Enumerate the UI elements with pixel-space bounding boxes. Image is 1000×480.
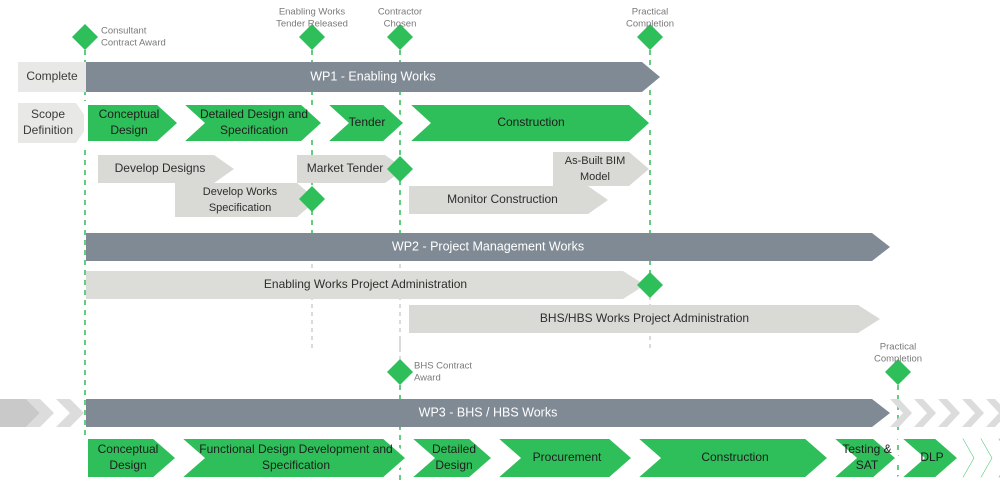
stage-conceptual-design-bottom-label-line1: Conceptual bbox=[98, 442, 159, 456]
lane-label-scope-definition-text-line2: Definition bbox=[23, 123, 73, 137]
contractor-chosen-label-line1: Contractor bbox=[378, 7, 422, 18]
practical-completion-bottom-label-line1: Practical bbox=[880, 342, 916, 353]
stage-detailed-design-shape[interactable] bbox=[402, 435, 498, 480]
decor-chevrons-wp3-right-4 bbox=[986, 399, 1000, 427]
activity-develop-designs-label: Develop Designs bbox=[115, 161, 206, 175]
admin-enabling-works-project-administration-shape[interactable] bbox=[86, 271, 645, 299]
lane-label-complete-text: Complete bbox=[26, 69, 78, 83]
stage-procurement-label: Procurement bbox=[533, 450, 602, 464]
decor-chevrons-wp3-right-0 bbox=[890, 399, 912, 427]
enabling-works-admin-milestone-diamond bbox=[637, 272, 663, 298]
admin-enabling-works-project-administration-label: Enabling Works Project Administration bbox=[264, 277, 467, 291]
stage-functional-design-development-and-specification-label-line2: Specification bbox=[262, 458, 330, 472]
wp2-project-management-works-label: WP2 - Project Management Works bbox=[392, 239, 584, 253]
stage-conceptual-design-bottom-label-line2: Design bbox=[109, 458, 146, 472]
wp1-enabling-works-bar bbox=[86, 62, 660, 92]
activity-monitor-construction-label: Monitor Construction bbox=[447, 192, 558, 206]
stage-dlp-shape[interactable] bbox=[892, 435, 964, 480]
consultant-contract-award-label-line1: Consultant bbox=[101, 26, 147, 37]
practical-completion-top-label-line1: Practical bbox=[632, 7, 668, 18]
activity-develop-works-specification-label-line2: Specification bbox=[209, 202, 271, 214]
wp3-bhs-hbs-works-label: WP3 - BHS / HBS Works bbox=[419, 405, 558, 419]
stage-conceptual-design-bottom-shape[interactable] bbox=[84, 435, 182, 480]
stage-procurement-shape[interactable] bbox=[488, 435, 638, 480]
stage-construction-top-shape[interactable] bbox=[400, 101, 655, 145]
stage-testing-and-sat-shape[interactable] bbox=[824, 435, 902, 480]
consultant-contract-award-diamond bbox=[72, 24, 98, 50]
wp2-project-management-works-bar bbox=[86, 233, 890, 261]
stage-detailed-design-and-specification-shape[interactable] bbox=[174, 101, 327, 145]
decor-chevrons-wp3-left-0 bbox=[0, 399, 40, 427]
stage-construction-bottom-shape[interactable] bbox=[628, 435, 834, 480]
bhs-contract-award-label-line2: Award bbox=[414, 373, 441, 384]
activity-develop-designs-shape[interactable] bbox=[98, 155, 234, 183]
contractor-chosen-diamond bbox=[387, 24, 413, 50]
stage-conceptual-design-top-shape[interactable] bbox=[84, 101, 183, 145]
activity-market-tender-shape[interactable] bbox=[297, 155, 405, 183]
decor-chevrons-wp3-right-1 bbox=[914, 399, 936, 427]
stage-dlp-label: DLP bbox=[920, 450, 943, 464]
develop-works-spec-milestone-diamond bbox=[299, 186, 325, 212]
market-tender-milestone-diamond bbox=[387, 156, 413, 182]
stage-functional-design-development-and-specification-label-line1: Functional Design Development and bbox=[199, 442, 392, 456]
bhs-contract-award-diamond bbox=[387, 359, 413, 385]
bhs-contract-award-label-line1: BHS Contract bbox=[414, 361, 472, 372]
activity-as-built-bim-model-shape[interactable] bbox=[553, 152, 649, 186]
lane-label-scope-definition-text-line1: Scope bbox=[31, 107, 65, 121]
stage-conceptual-design-top-label-line2: Design bbox=[110, 123, 147, 137]
decor-chevrons-bhs-right-1 bbox=[975, 435, 996, 480]
stage-construction-top-label: Construction bbox=[497, 115, 564, 129]
stage-detailed-design-and-specification-label-line1: Detailed Design and bbox=[200, 107, 308, 121]
activity-market-tender-label: Market Tender bbox=[307, 161, 383, 175]
activity-develop-works-specification-label-line1: Develop Works bbox=[203, 186, 278, 198]
decor-chevrons-wp3-right-3 bbox=[962, 399, 984, 427]
activity-monitor-construction-shape[interactable] bbox=[409, 186, 608, 214]
activity-as-built-bim-model-label-line1: As-Built BIM bbox=[565, 155, 626, 167]
stage-detailed-design-label-line1: Detailed bbox=[432, 442, 476, 456]
decor-chevrons-wp3-left-1 bbox=[26, 399, 54, 427]
admin-bhs-hbs-works-project-administration-label: BHS/HBS Works Project Administration bbox=[540, 311, 749, 325]
practical-completion-bottom-diamond bbox=[885, 359, 911, 385]
practical-completion-top-label-line2: Completion bbox=[626, 19, 674, 30]
practical-completion-bottom-label-line2: Completion bbox=[874, 354, 922, 365]
contractor-chosen-label-line2: Chosen bbox=[384, 19, 417, 30]
enabling-works-tender-released-label-line2: Tender Released bbox=[276, 19, 348, 30]
decor-chevrons-wp3-left-2 bbox=[56, 399, 84, 427]
stage-detailed-design-label-line2: Design bbox=[435, 458, 472, 472]
enabling-works-tender-released-label-line1: Enabling Works bbox=[279, 7, 346, 18]
decor-chevrons-wp3-right-2 bbox=[938, 399, 960, 427]
stage-tender-label: Tender bbox=[349, 115, 386, 129]
practical-completion-top-diamond bbox=[637, 24, 663, 50]
wp1-enabling-works-label: WP1 - Enabling Works bbox=[310, 69, 436, 83]
enabling-works-tender-released-diamond bbox=[299, 24, 325, 50]
lane-label-scope-definition-bg bbox=[18, 103, 90, 143]
stage-testing-and-sat-label-line1: Testing & bbox=[842, 442, 891, 456]
stage-construction-bottom-label: Construction bbox=[701, 450, 768, 464]
decor-chevrons-bhs-right-0 bbox=[957, 435, 978, 480]
wp3-bhs-hbs-works-bar bbox=[86, 399, 890, 427]
decor-chevrons-bhs-right-2 bbox=[993, 435, 1000, 480]
lane-label-complete-bg bbox=[18, 62, 86, 92]
stage-conceptual-design-top-label-line1: Conceptual bbox=[99, 107, 160, 121]
consultant-contract-award-label-line2: Contract Award bbox=[101, 38, 166, 49]
activity-develop-works-specification-shape[interactable] bbox=[175, 183, 317, 217]
stage-functional-design-development-and-specification-shape[interactable] bbox=[172, 435, 412, 480]
stage-tender-shape[interactable] bbox=[318, 101, 409, 145]
stage-detailed-design-and-specification-label-line2: Specification bbox=[220, 123, 288, 137]
stage-testing-and-sat-label-line2: SAT bbox=[856, 458, 879, 472]
admin-bhs-hbs-works-project-administration-shape[interactable] bbox=[409, 305, 880, 333]
activity-as-built-bim-model-label-line2: Model bbox=[580, 171, 610, 183]
